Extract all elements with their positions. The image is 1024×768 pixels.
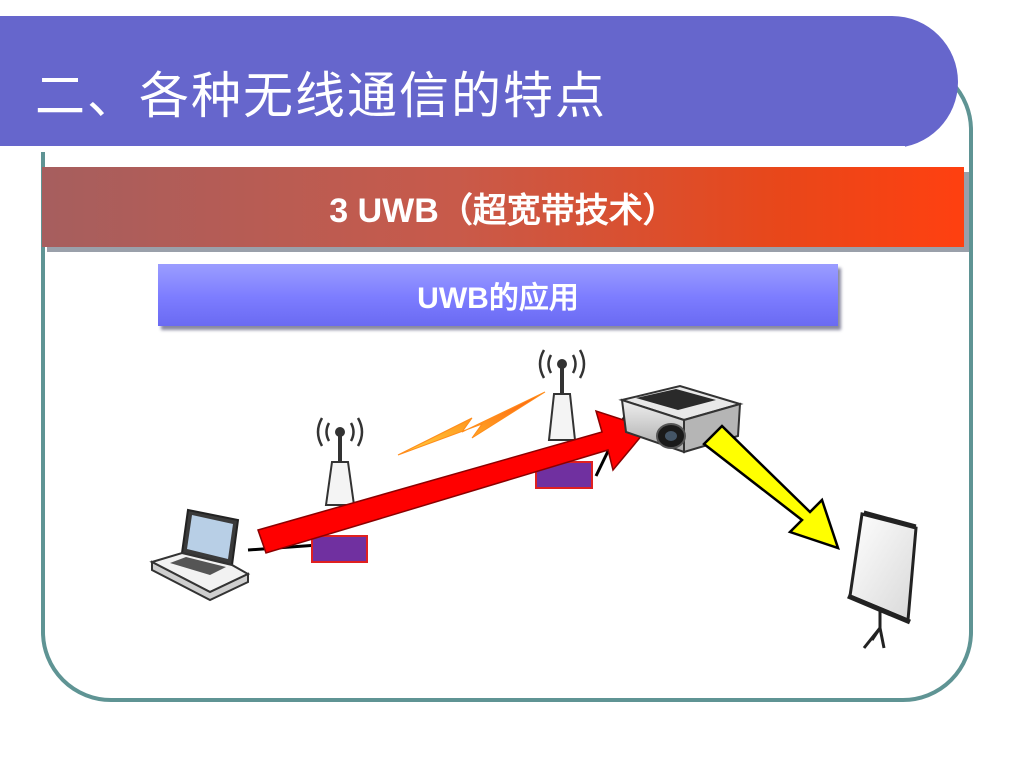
slide-title: 二、各种无线通信的特点 xyxy=(35,67,607,125)
projector-icon xyxy=(618,384,744,454)
red-arrow xyxy=(257,409,650,554)
laptop-icon xyxy=(149,508,251,602)
subtitle-text: UWB的应用 xyxy=(417,282,579,315)
section-banner-text: 3 UWB（超宽带技术） xyxy=(329,191,677,230)
yellow-arrow xyxy=(702,424,840,550)
section-banner: 3 UWB（超宽带技术） xyxy=(42,167,964,247)
title-bar: 二、各种无线通信的特点 xyxy=(0,16,958,152)
subtitle-banner: UWB的应用 xyxy=(158,264,838,326)
title-underline xyxy=(0,146,905,152)
lightning-bolt-icon xyxy=(397,391,546,456)
antenna-icon xyxy=(538,349,586,441)
projection-screen-icon xyxy=(847,510,918,649)
uwb-module-box xyxy=(311,535,368,563)
antenna-icon xyxy=(316,417,364,506)
